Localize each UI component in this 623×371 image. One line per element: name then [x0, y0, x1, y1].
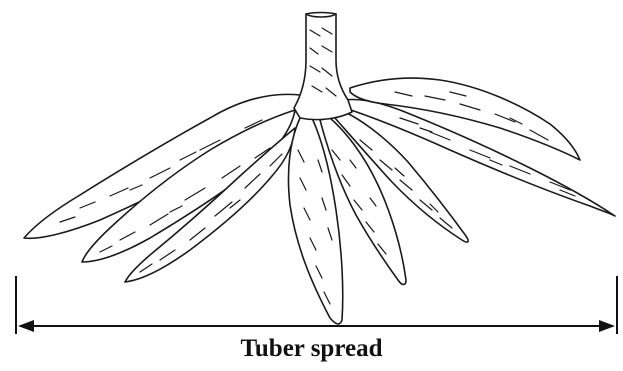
tuber-spread-label: Tuber spread	[0, 334, 623, 364]
left-arrowhead-icon	[18, 320, 34, 332]
right-arrowhead-icon	[599, 320, 615, 332]
stem-crown	[294, 13, 352, 120]
